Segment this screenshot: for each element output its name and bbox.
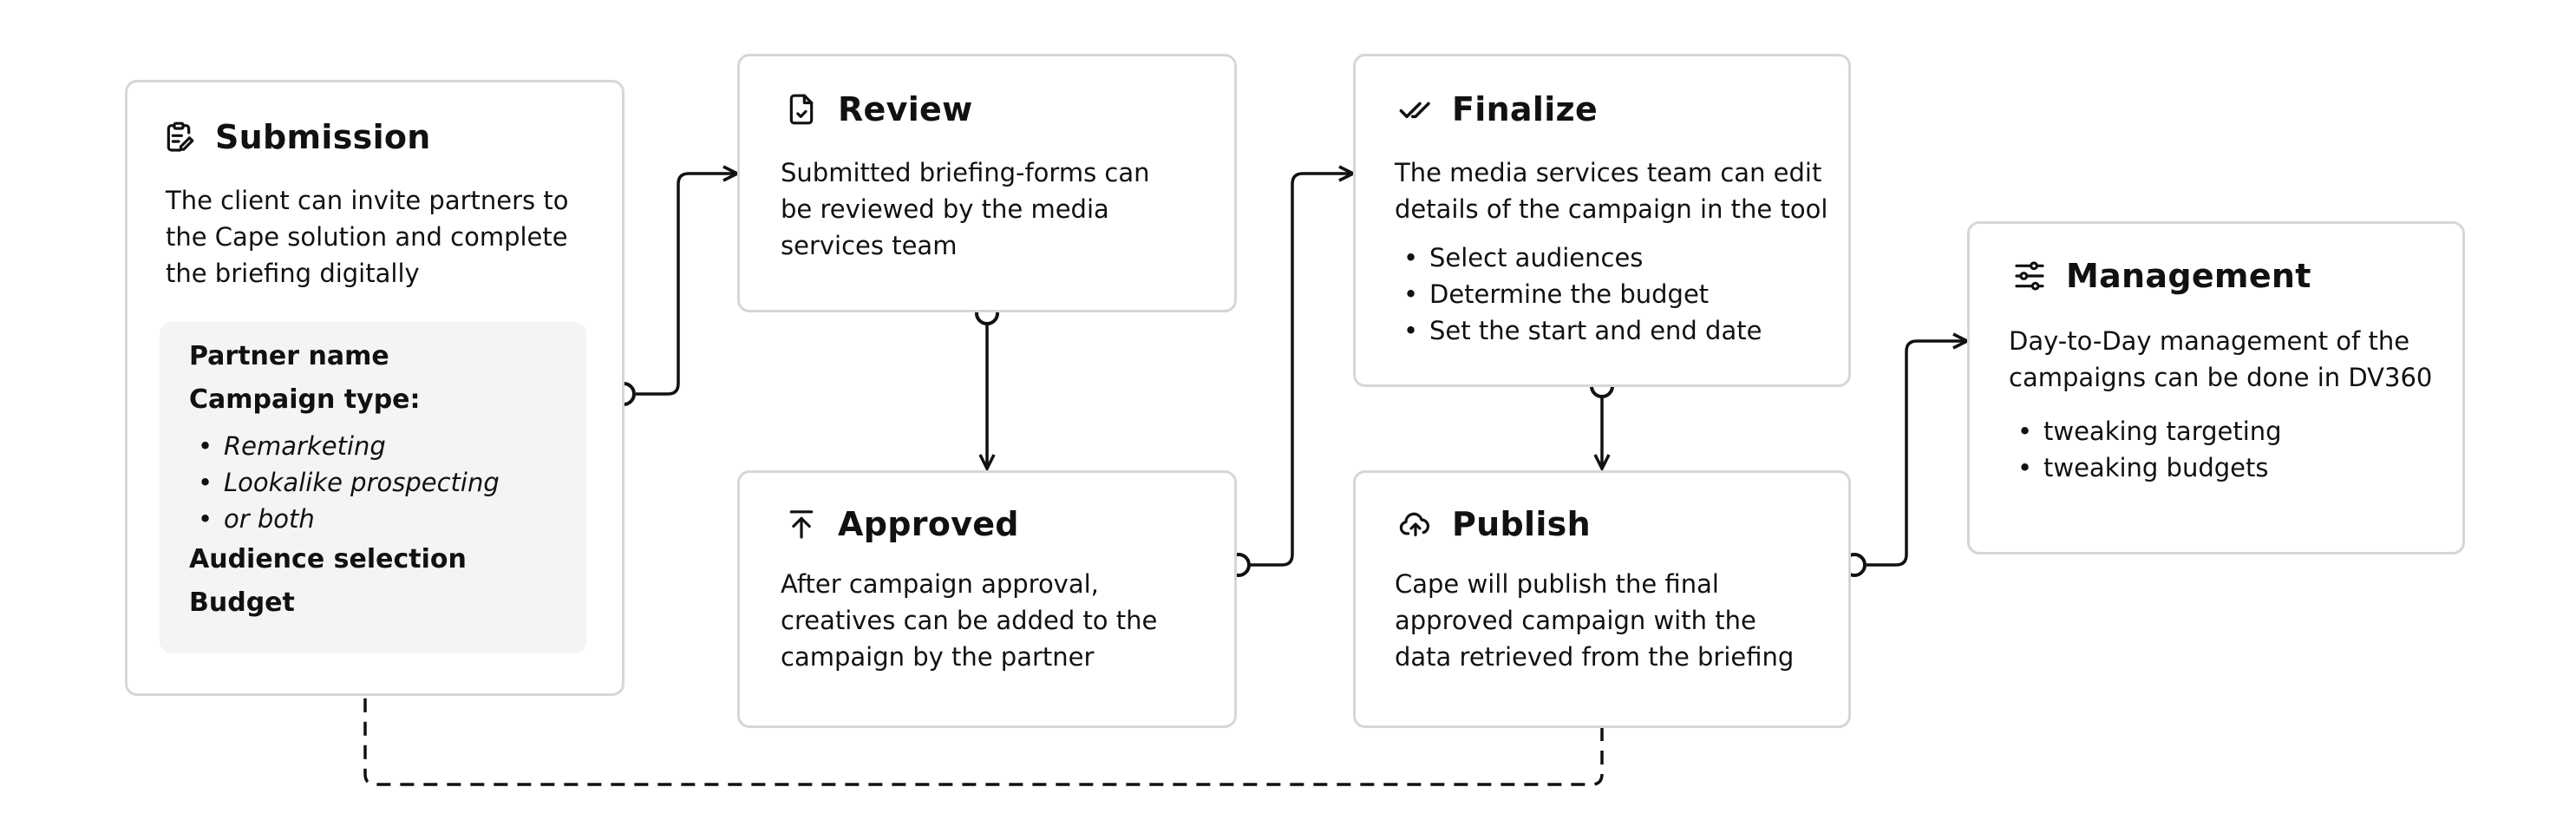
- option-remarketing: Remarketing: [189, 428, 500, 464]
- connector-submission-review: [636, 174, 737, 396]
- management-card: [1967, 221, 2465, 555]
- option-both: or both: [189, 501, 500, 537]
- sliders-icon: [2015, 261, 2044, 291]
- option-lookalike: Lookalike prospecting: [189, 464, 500, 501]
- double-check-icon: [1399, 102, 1430, 119]
- field-partner-name: Partner name: [189, 341, 389, 371]
- connector-publish-management: [1867, 341, 1967, 567]
- document-check-icon: [789, 94, 814, 125]
- bullet-tweaking-targeting: tweaking targeting: [2009, 413, 2282, 450]
- submission-header: Submission: [161, 118, 431, 156]
- field-audience-selection: Audience selection: [189, 544, 467, 574]
- management-header: Management: [2012, 257, 2311, 295]
- review-title: Review: [838, 90, 973, 128]
- finalize-description: The media services team can edit details…: [1395, 158, 1828, 224]
- clipboard-edit-icon: [167, 121, 194, 152]
- publish-title: Publish: [1452, 505, 1591, 543]
- management-bullets: tweaking targeting tweaking budgets: [2009, 413, 2282, 486]
- submission-description: The client can invite partners to the Ca…: [166, 186, 569, 288]
- review-description: Submitted briefing-forms can be reviewed…: [781, 158, 1150, 260]
- briefing-fields-box: Partner name Campaign type: Remarketing …: [160, 322, 586, 653]
- connector-approved-finalize: [1251, 174, 1353, 567]
- approved-card: [737, 470, 1237, 728]
- field-campaign-type: Campaign type:: [189, 384, 421, 415]
- approved-description: After campaign approval, creatives can b…: [781, 569, 1158, 672]
- publish-description: Cape will publish the final approved cam…: [1395, 569, 1795, 672]
- field-budget: Budget: [189, 587, 295, 618]
- approved-title: Approved: [838, 505, 1019, 543]
- connector-publish-submission-dashed: [365, 656, 1604, 786]
- review-card: [737, 54, 1237, 312]
- bullet-select-audiences: Select audiences: [1395, 240, 1762, 276]
- bullet-determine-budget: Determine the budget: [1395, 276, 1762, 312]
- upload-arrow-icon: [789, 510, 814, 539]
- finalize-bullets: Select audiences Determine the budget Se…: [1395, 240, 1762, 349]
- management-description: Day-to-Day management of the campaigns c…: [2009, 326, 2433, 392]
- submission-title: Submission: [215, 118, 431, 156]
- approved-header: Approved: [784, 505, 1019, 543]
- publish-header: Publish: [1398, 505, 1591, 543]
- management-title: Management: [2066, 257, 2311, 295]
- bullet-tweaking-budgets: tweaking budgets: [2009, 450, 2282, 486]
- review-header: Review: [784, 90, 973, 128]
- bullet-start-end-date: Set the start and end date: [1395, 312, 1762, 349]
- campaign-type-options: Remarketing Lookalike prospecting or bot…: [189, 428, 500, 537]
- cloud-upload-icon: [1399, 512, 1429, 537]
- finalize-title: Finalize: [1452, 90, 1599, 128]
- publish-card: [1353, 470, 1851, 728]
- finalize-header: Finalize: [1398, 90, 1598, 128]
